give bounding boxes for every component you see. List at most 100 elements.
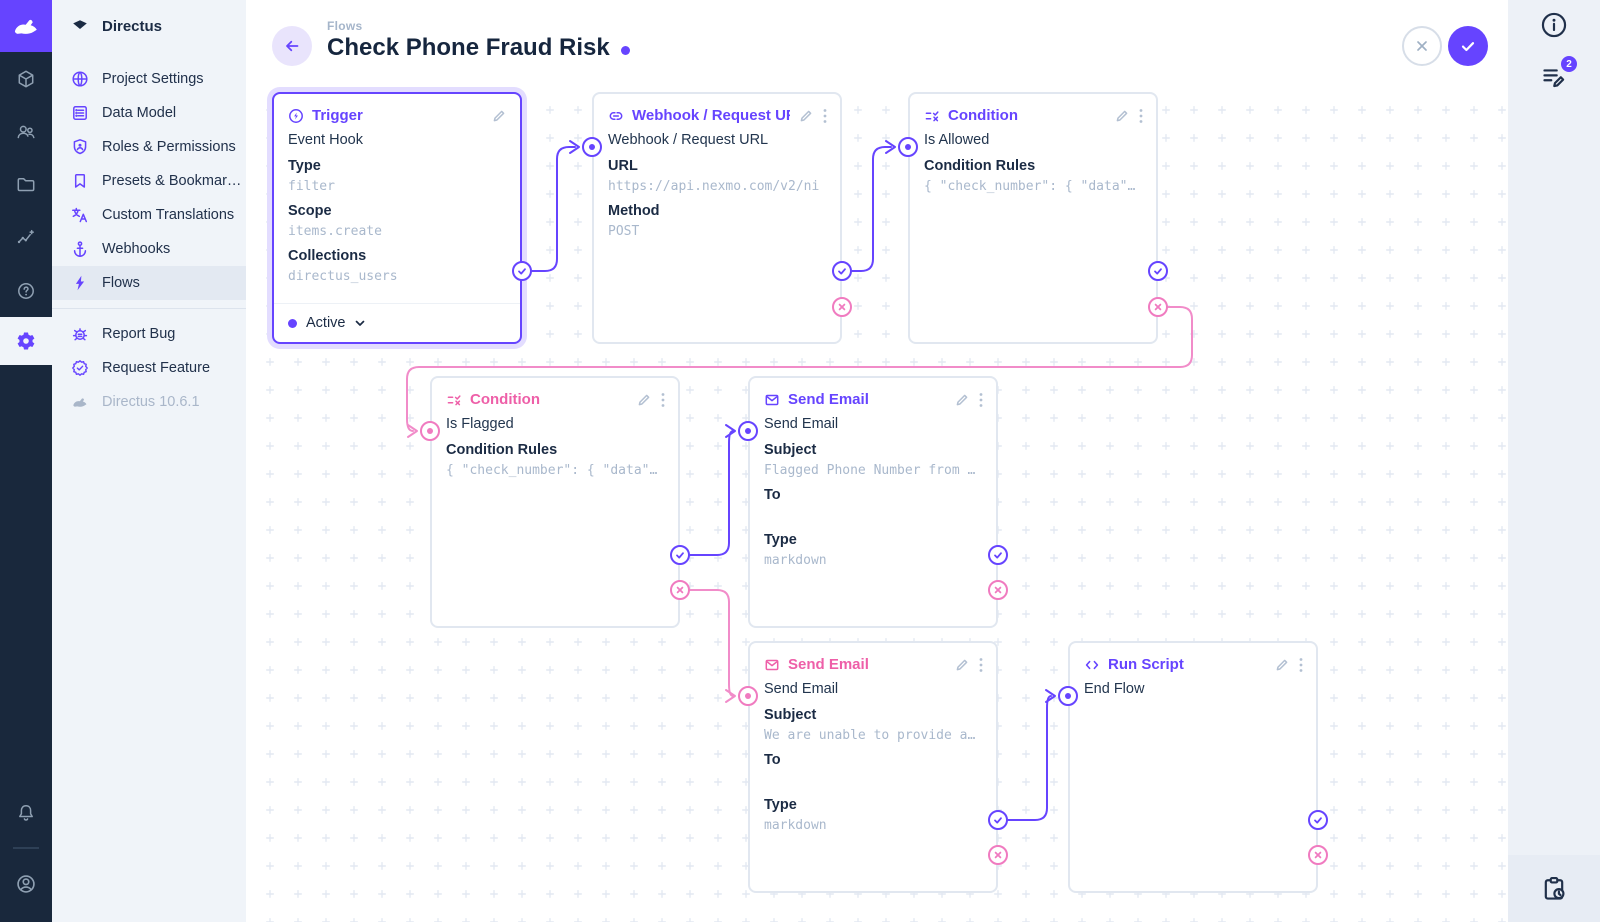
- port-webhook-reject[interactable]: [832, 297, 852, 317]
- port-email-unable-reject[interactable]: [988, 845, 1008, 865]
- more-options-icon[interactable]: [823, 108, 827, 124]
- list-alt-icon: [70, 104, 90, 122]
- status-dot: [288, 318, 297, 328]
- revisions-button[interactable]: [1508, 855, 1600, 922]
- field-label: Type: [764, 797, 797, 813]
- flow-panel-condition-flagged[interactable]: Condition Is Flagged Condition Rules { "…: [430, 376, 680, 628]
- field-value: { "check_number": { "data"…: [924, 179, 1136, 194]
- module-settings[interactable]: [0, 317, 52, 365]
- field-label: Scope: [288, 203, 332, 219]
- port-webhook-input[interactable]: [582, 137, 602, 157]
- badge-check-icon: [70, 359, 90, 377]
- edit-pencil-icon[interactable]: [954, 392, 970, 408]
- flow-canvas[interactable]: Flows Check Phone Fraud Risk Trigger Eve…: [246, 0, 1508, 922]
- panel-name: End Flow: [1084, 681, 1145, 697]
- back-button[interactable]: [272, 26, 312, 66]
- sidebar-nav: Directus Project Settings Data Model Rol…: [52, 0, 246, 922]
- discard-button[interactable]: [1402, 26, 1442, 66]
- flow-status-toggle[interactable]: Active: [274, 303, 520, 342]
- sidebar-item-request-feature[interactable]: Request Feature: [52, 351, 246, 385]
- port-script-input[interactable]: [1058, 686, 1078, 706]
- flow-panel-send-email-flagged[interactable]: Send Email Send Email Subject Flagged Ph…: [748, 376, 998, 628]
- port-script-resolve[interactable]: [1308, 810, 1328, 830]
- directus-logo[interactable]: [0, 0, 52, 52]
- field-value: POST: [608, 224, 640, 239]
- unsaved-changes-dot: [620, 46, 630, 55]
- code-icon: [1084, 657, 1100, 673]
- more-options-icon[interactable]: [979, 657, 983, 673]
- flow-panel-run-script[interactable]: Run Script End Flow: [1068, 641, 1318, 893]
- edit-pencil-icon[interactable]: [491, 108, 507, 124]
- module-files[interactable]: [0, 158, 52, 211]
- sidebar-item-label: Data Model: [102, 105, 177, 121]
- flow-panel-trigger[interactable]: Trigger Event Hook Type filter Scope ite…: [272, 92, 522, 344]
- more-options-icon[interactable]: [979, 392, 983, 408]
- project-chooser[interactable]: Directus: [52, 0, 246, 52]
- port-condition-flagged-reject[interactable]: [670, 580, 690, 600]
- sidebar-item-flows[interactable]: Flows: [52, 266, 246, 300]
- sidebar-item-report-bug[interactable]: Report Bug: [52, 317, 246, 351]
- sidebar-item-roles-permissions[interactable]: Roles & Permissions: [52, 130, 246, 164]
- port-script-reject[interactable]: [1308, 845, 1328, 865]
- check-icon: [1461, 42, 1475, 52]
- port-trigger-resolve[interactable]: [512, 261, 532, 281]
- notices-button[interactable]: 2: [1508, 56, 1600, 92]
- edit-pencil-icon[interactable]: [636, 392, 652, 408]
- sidebar-item-data-model[interactable]: Data Model: [52, 96, 246, 130]
- sidebar-item-presets-bookmarks[interactable]: Presets & Bookmar…: [52, 164, 246, 198]
- flow-panel-condition-allowed[interactable]: Condition Is Allowed Condition Rules { "…: [908, 92, 1158, 344]
- gem-icon: [73, 20, 87, 29]
- panel-name: Webhook / Request URL: [608, 132, 769, 148]
- more-options-icon[interactable]: [1299, 657, 1303, 673]
- panel-title: Condition: [470, 391, 540, 408]
- module-content[interactable]: [0, 52, 52, 105]
- mail-icon: [764, 392, 780, 408]
- field-value: Flagged Phone Number from …: [764, 463, 976, 478]
- port-webhook-resolve[interactable]: [832, 261, 852, 281]
- more-options-icon[interactable]: [1139, 108, 1143, 124]
- port-email-flagged-reject[interactable]: [988, 580, 1008, 600]
- panel-name: Event Hook: [288, 132, 363, 148]
- more-options-icon[interactable]: [661, 392, 665, 408]
- globe-icon: [70, 70, 90, 88]
- module-insights[interactable]: [0, 211, 52, 264]
- edit-pencil-icon[interactable]: [1274, 657, 1290, 673]
- field-label: Collections: [288, 248, 367, 264]
- field-label: Type: [764, 532, 797, 548]
- edit-pencil-icon[interactable]: [954, 657, 970, 673]
- notices-count-badge: 2: [1561, 56, 1577, 72]
- save-button[interactable]: [1448, 26, 1488, 66]
- edit-pencil-icon[interactable]: [1114, 108, 1130, 124]
- field-label: Type: [288, 158, 321, 174]
- flow-panel-send-email-unable[interactable]: Send Email Send Email Subject We are una…: [748, 641, 998, 893]
- edit-note-icon: [1543, 69, 1565, 88]
- sidebar-item-custom-translations[interactable]: Custom Translations: [52, 198, 246, 232]
- port-email-flagged-resolve[interactable]: [988, 545, 1008, 565]
- sidebar-item-webhooks[interactable]: Webhooks: [52, 232, 246, 266]
- notifications-button[interactable]: [0, 786, 52, 839]
- field-label: Condition Rules: [446, 442, 558, 458]
- edit-pencil-icon[interactable]: [798, 108, 814, 124]
- account-button[interactable]: [0, 857, 52, 910]
- module-users[interactable]: [0, 105, 52, 158]
- port-email-unable-resolve[interactable]: [988, 810, 1008, 830]
- port-condition-allowed-resolve[interactable]: [1148, 261, 1168, 281]
- module-docs[interactable]: [0, 264, 52, 317]
- breadcrumb[interactable]: Flows: [327, 19, 363, 33]
- field-value: markdown: [764, 553, 827, 568]
- info-button[interactable]: [1508, 9, 1600, 41]
- sidebar-divider: [52, 308, 246, 309]
- port-email-unable-input[interactable]: [738, 686, 758, 706]
- port-condition-flagged-resolve[interactable]: [670, 545, 690, 565]
- info-icon: [1541, 12, 1567, 38]
- port-email-flagged-input[interactable]: [738, 421, 758, 441]
- port-condition-allowed-input[interactable]: [898, 137, 918, 157]
- port-condition-allowed-reject[interactable]: [1148, 297, 1168, 317]
- field-label: URL: [608, 158, 638, 174]
- sidebar-item-label: Webhooks: [102, 241, 171, 257]
- flow-panel-webhook[interactable]: Webhook / Request URL Webhook / Request …: [592, 92, 842, 344]
- port-condition-flagged-input[interactable]: [420, 421, 440, 441]
- panel-title: Condition: [948, 107, 1018, 124]
- sidebar-item-label: Flows: [102, 275, 140, 291]
- sidebar-item-project-settings[interactable]: Project Settings: [52, 62, 246, 96]
